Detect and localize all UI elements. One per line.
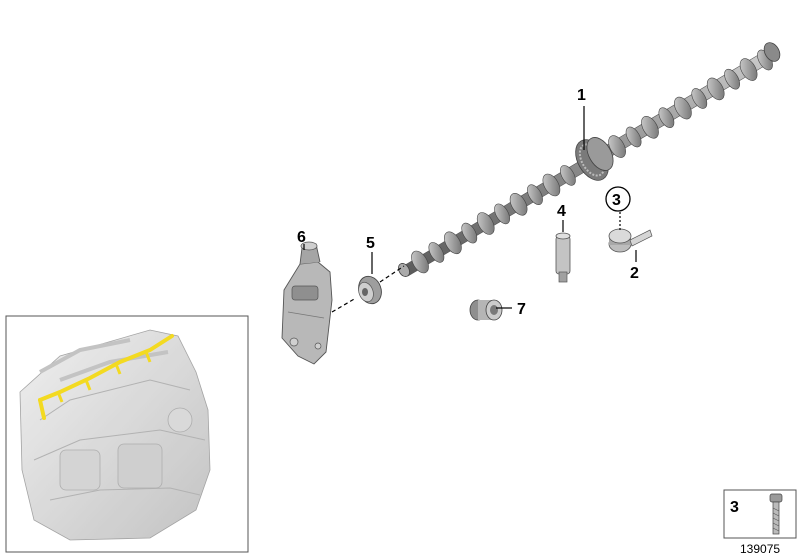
legend-number: 3 [730,499,739,516]
cam-lobe [509,193,528,216]
cam-lobe [625,126,642,148]
cam-lobe [560,165,576,186]
guide-pin [555,232,571,283]
cam-lobe [444,231,462,255]
screw-icon [769,493,783,535]
callout-2: 2 [630,265,639,282]
cam-lobe [691,88,708,109]
camshaft [398,42,781,277]
cam-lobe [476,212,495,235]
cam-lobe [641,116,659,139]
cam-lobe [542,173,561,197]
callout-5: 5 [366,235,375,252]
cam-lobe [428,242,445,263]
bearing-bushing [469,299,503,321]
cam-lobe [608,135,626,158]
cam-lobe [706,77,725,101]
callout-1: 1 [577,87,586,104]
cam-lobe [527,184,543,205]
leader-lines [303,106,637,313]
cam-lobe [724,68,740,90]
cam-lobe [494,203,510,225]
vanos-solenoid-unit [281,241,333,365]
highlighted-camshaft [38,334,174,402]
screw-legend-box: 3 [723,489,797,539]
cam-lobe [658,107,675,128]
callout-6: 6 [297,229,306,246]
cam-lobe [411,250,429,274]
pulse-wheel [358,275,382,305]
engine-block-illustration [19,329,211,541]
callout-3: 3 [612,192,621,209]
callout-3-circled: 3 [605,186,631,212]
callout-7: 7 [517,301,526,318]
drawing-number: 139075 [740,542,780,556]
clamp-bracket [608,228,653,253]
engine-location-inset [5,315,249,553]
cam-lobe [461,222,478,244]
cam-lobe [739,58,758,81]
cam-lobe [674,96,692,120]
callout-4: 4 [557,203,566,220]
